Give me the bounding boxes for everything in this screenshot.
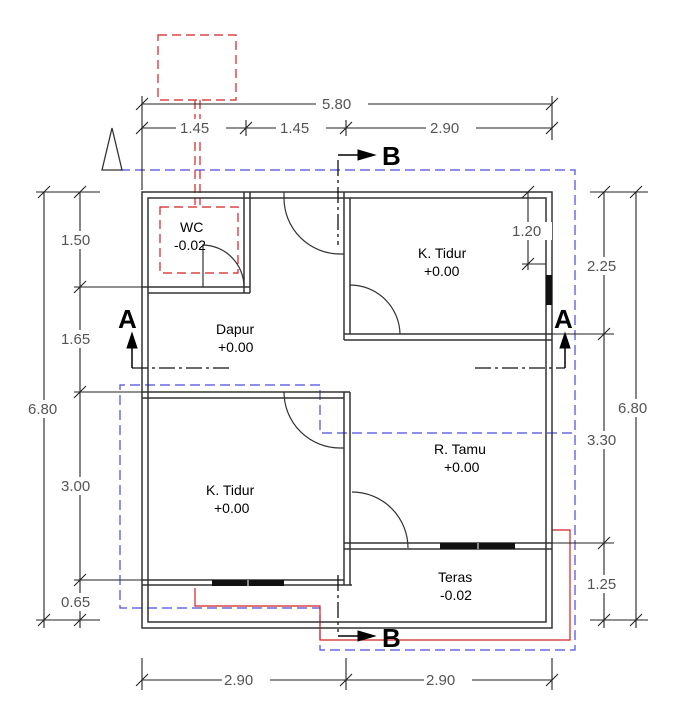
dim-bottom-seg-2: 2.90 (426, 672, 455, 689)
room-bedroom-right-level: +0.00 (424, 263, 460, 279)
dim-left-seg-1: 1.50 (61, 232, 90, 249)
dim-top-seg-1: 1.45 (180, 120, 209, 137)
section-a-label-right: A (554, 304, 573, 334)
window-frames (247, 543, 479, 586)
section-a-markers (126, 331, 571, 368)
dim-top-total: 5.80 (322, 96, 351, 113)
dim-left-seg-4: 0.65 (61, 594, 90, 611)
section-b-label-top: B (382, 141, 401, 171)
dim-top-seg-2: 1.45 (280, 120, 309, 137)
wc-door (202, 244, 245, 288)
room-wc-name: WC (180, 219, 203, 235)
north-arrow-icon (101, 127, 123, 171)
septic-tank-outline (157, 34, 239, 274)
room-kitchen-level: +0.00 (218, 339, 254, 355)
kitchen-door (283, 192, 344, 255)
room-living-name: R. Tamu (434, 441, 486, 457)
living-room-door (351, 491, 409, 549)
bedroom-right-door (349, 284, 401, 335)
room-kitchen-name: Dapur (216, 321, 254, 337)
section-b-label-bottom: B (382, 623, 401, 653)
room-living-level: +0.00 (444, 459, 480, 475)
dim-top-seg-3: 2.90 (430, 120, 459, 137)
dim-left-total: 6.80 (28, 401, 57, 418)
walls (141, 191, 553, 629)
terrace-edge-outline (194, 529, 571, 641)
dim-right-seg-2: 3.30 (587, 432, 616, 449)
room-bedroom-left-level: +0.00 (214, 500, 250, 516)
window-bedroom-right (546, 275, 552, 305)
doors (202, 192, 409, 549)
section-b-markers (338, 149, 377, 642)
dim-right-seg-3: 1.25 (587, 576, 616, 593)
room-wc-level: -0.02 (174, 237, 206, 253)
room-bedroom-left-name: K. Tidur (206, 482, 255, 498)
room-terrace-name: Teras (438, 569, 472, 585)
bedroom-left-door (283, 391, 344, 449)
dim-left-seg-2: 1.65 (61, 331, 90, 348)
dim-right-total: 6.80 (618, 400, 647, 417)
room-bedroom-right-name: K. Tidur (418, 245, 467, 261)
dim-left-seg-3: 3.00 (61, 478, 90, 495)
dim-window-width: 1.20 (512, 223, 541, 240)
roof-outline (119, 169, 576, 651)
dim-bottom-seg-1: 2.90 (224, 672, 253, 689)
section-lines (132, 160, 565, 632)
dim-right-seg-1: 2.25 (587, 258, 616, 275)
section-a-label-left: A (118, 304, 137, 334)
windows (212, 275, 552, 586)
dimension-lines (36, 96, 648, 690)
room-terrace-level: -0.02 (440, 587, 472, 603)
